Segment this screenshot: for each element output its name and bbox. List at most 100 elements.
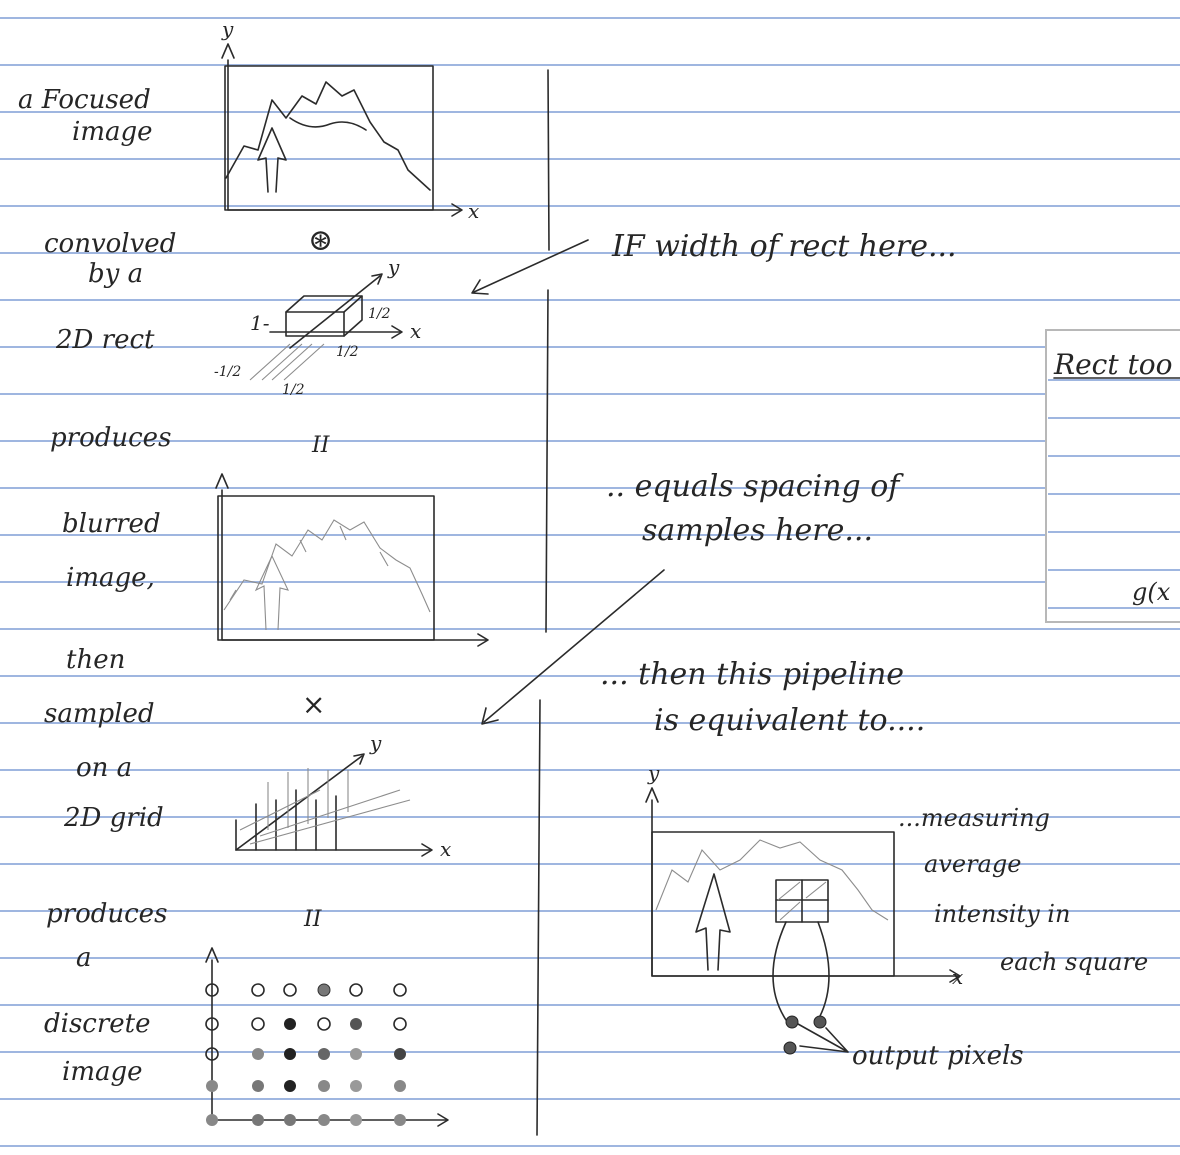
label-2d-grid: 2D grid — [63, 803, 164, 833]
focused-frame — [224, 65, 434, 211]
rect-kernel-sketch: 1- x y 1/2 1/2 -1/2 1/2 — [214, 255, 421, 398]
focused-image-sketch: y x — [221, 17, 479, 223]
discrete-x-arrow-icon — [437, 1113, 449, 1127]
pixel-square-hatch — [777, 881, 827, 921]
focused-x-label: x — [468, 199, 479, 223]
divider-upper — [547, 69, 550, 251]
box-y-arrow-icon — [645, 787, 659, 803]
label-discrete-line1: a — [76, 943, 92, 973]
note-measuring-line3: intensity in — [934, 900, 1070, 928]
label-convolved-line2: by a — [88, 259, 143, 289]
sampling-grid-sketch: x y — [235, 731, 451, 861]
ruled-lines — [0, 17, 1180, 1147]
label-convolved-line1: convolved — [44, 229, 176, 259]
box-frame — [651, 831, 895, 977]
divider-middle — [545, 289, 549, 633]
arrow-to-grid-head-icon — [481, 707, 499, 725]
label-then: then — [66, 645, 125, 675]
blurred-smudges — [229, 525, 389, 601]
box-filter-sketch: y x — [645, 761, 963, 1055]
times-operator: × — [302, 688, 325, 721]
grid-axes — [235, 819, 431, 851]
focused-x-arrow-icon — [451, 203, 463, 217]
grid-impulses — [255, 789, 337, 851]
square-to-pixel-arrow-1 — [772, 921, 787, 1021]
pixel-square-split — [775, 879, 829, 923]
grid-y-arrow-icon — [353, 753, 365, 765]
note-pipeline-line2: is equivalent to.... — [654, 703, 925, 738]
label-produces-1: produces — [50, 423, 171, 453]
box-tree — [695, 873, 731, 971]
inset-card: Rect too g(x — [1045, 329, 1180, 623]
rect-height-label: 1- — [250, 311, 270, 335]
label-discrete-line2: discrete — [44, 1009, 151, 1039]
output-pixel-2 — [813, 1015, 827, 1029]
focused-y-arrow-icon — [221, 43, 235, 59]
rect-y-arrow-icon — [371, 273, 383, 285]
label-2d-rect: 2D rect — [55, 325, 155, 355]
note-output-pixels: output pixels — [852, 1041, 1024, 1071]
convolve-operator-icon: ⊛ — [308, 223, 333, 258]
output-pixels-pointer — [797, 1023, 849, 1053]
arrow-to-grid — [483, 569, 665, 723]
grid-x-label: x — [440, 837, 451, 861]
note-equals-spacing-line1: .. equals spacing of — [606, 469, 904, 504]
inset-caption: g(x — [1132, 578, 1171, 606]
column-dividers — [536, 69, 550, 1136]
rect-y-label: y — [387, 255, 400, 279]
focused-ridge — [289, 117, 367, 131]
box-x-arrow-icon — [949, 969, 961, 983]
note-pipeline-line1: ... then this pipeline — [600, 657, 904, 692]
label-sampled: sampled — [44, 699, 155, 729]
rect-y-axis — [289, 275, 381, 349]
blurred-mountain — [223, 519, 431, 613]
rect-half-front: 1/2 — [336, 344, 359, 360]
grid-y-axis — [235, 755, 363, 851]
box-y-label: y — [647, 761, 660, 785]
inset-title: Rect too — [1053, 348, 1172, 381]
label-focused-line2: image — [72, 117, 153, 147]
equals-operator-2: II — [303, 907, 323, 932]
rect-hatch — [249, 343, 325, 381]
rect-half-neg: -1/2 — [214, 364, 241, 380]
pixel-dots — [205, 983, 407, 1126]
discrete-axes — [211, 959, 447, 1121]
blurred-x-arrow-icon — [477, 633, 489, 647]
label-discrete-line3: image — [62, 1057, 143, 1087]
blurred-axes — [221, 489, 487, 641]
box-mountain — [655, 839, 889, 921]
blurred-y-arrow-icon — [215, 473, 229, 489]
discrete-y-arrow-icon — [205, 947, 219, 963]
label-on-a: on a — [76, 753, 132, 783]
grid-x-arrow-icon — [421, 843, 433, 857]
arrow-to-rect-head-icon — [471, 279, 489, 295]
grid-hatch — [239, 789, 411, 845]
output-pixel-1 — [785, 1015, 799, 1029]
note-measuring-line1: ...measuring — [898, 804, 1050, 832]
focused-tree — [257, 127, 287, 193]
label-blurred-line1: blurred — [62, 509, 161, 539]
box-x-label: x — [952, 965, 963, 989]
blurred-tree — [254, 554, 289, 631]
grid-y-label: y — [369, 731, 382, 755]
blurred-image-sketch — [215, 473, 489, 647]
rect-half-bottom: 1/2 — [282, 382, 305, 398]
rect-half-top: 1/2 — [368, 306, 391, 322]
rect-front — [285, 311, 345, 337]
label-produces-2: produces — [46, 899, 167, 929]
blurred-frame — [217, 495, 435, 641]
label-focused-line1: a Focused — [18, 85, 151, 115]
rect-x-label: x — [410, 319, 421, 343]
rect-side — [343, 295, 363, 337]
output-pixel-3 — [783, 1041, 797, 1055]
arrow-to-rect — [473, 239, 589, 293]
rect-top — [285, 295, 363, 313]
label-blurred-line2: image, — [66, 563, 155, 593]
divider-lower — [536, 699, 541, 1136]
focused-mountain — [225, 81, 431, 191]
note-measuring-line2: average — [924, 850, 1021, 878]
note-measuring-line4: each square — [1000, 948, 1148, 976]
arrows — [471, 239, 665, 725]
